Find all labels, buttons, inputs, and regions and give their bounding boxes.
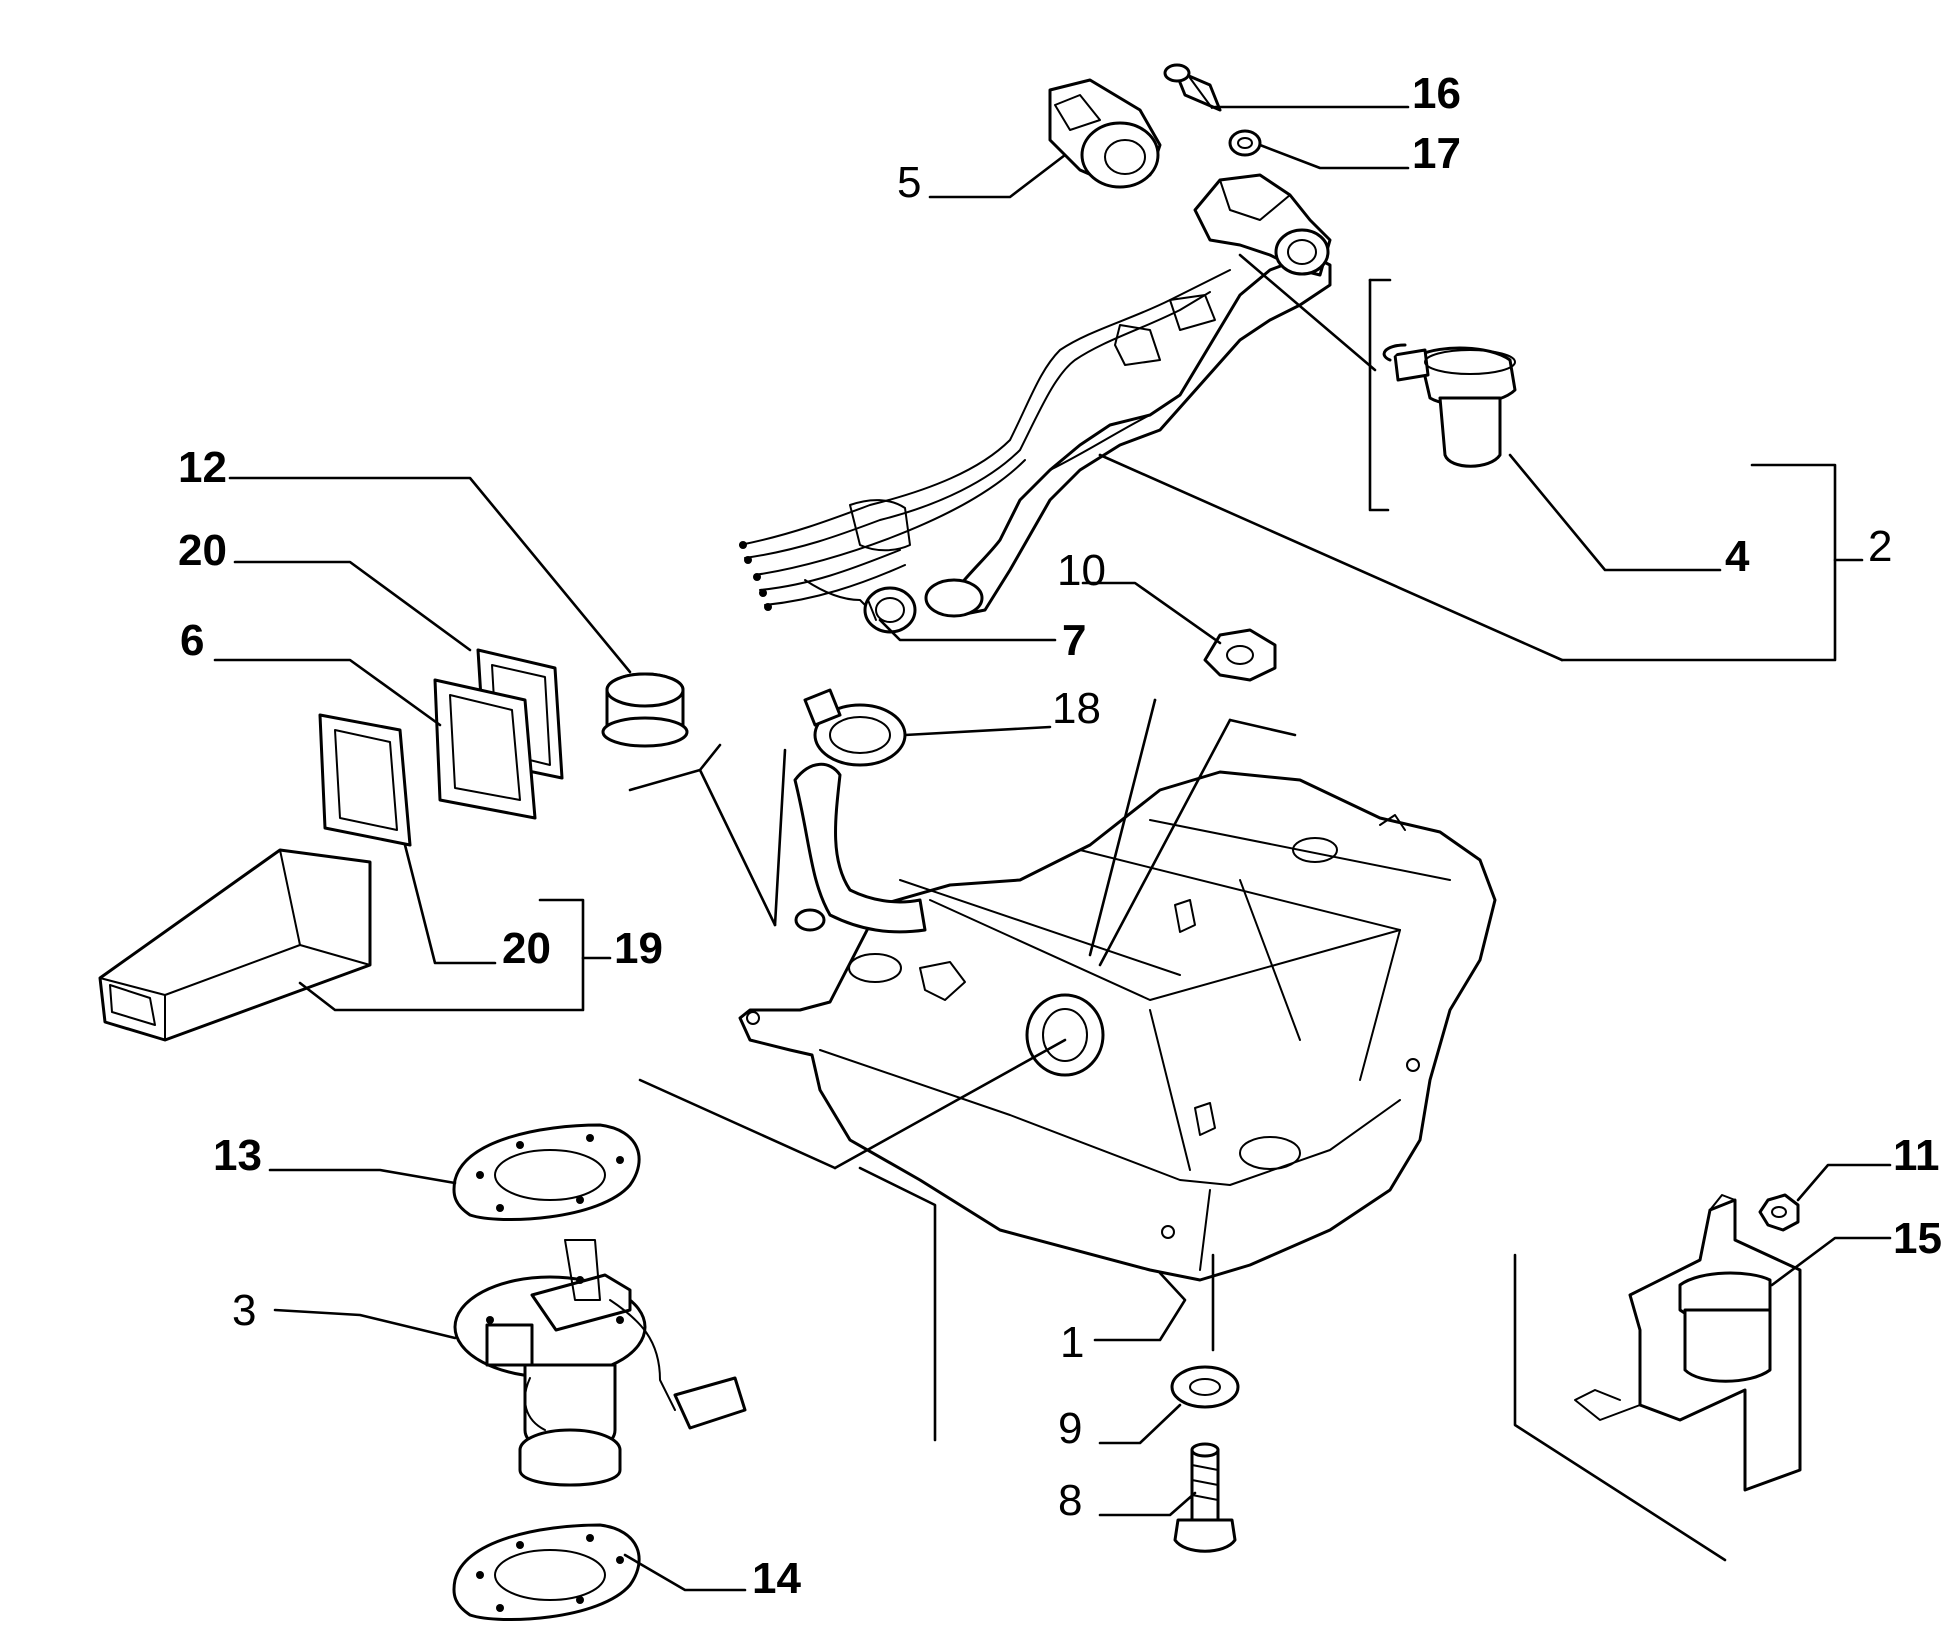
callout-13: 13 [213, 1131, 262, 1180]
callout-16: 16 [1412, 69, 1461, 118]
fuel-pump-icon [453, 1239, 747, 1487]
gasket-icon [318, 713, 412, 847]
nut-icon [1758, 1193, 1800, 1232]
gasket-plate-icon [452, 1123, 641, 1222]
shield-icon [98, 848, 372, 1042]
nut-icon [1203, 628, 1277, 682]
callout-14: 14 [752, 1554, 801, 1603]
grommet-icon [601, 672, 689, 748]
callout-1: 1 [1060, 1318, 1084, 1367]
hose-clamp-icon [863, 586, 917, 634]
gasket-plate-icon [452, 1523, 641, 1622]
pad-icon [433, 678, 537, 820]
callout-8: 8 [1058, 1476, 1082, 1525]
callout-12: 12 [178, 443, 227, 492]
callout-19: 19 [614, 924, 663, 973]
callout-labels: 1 2 3 4 5 6 7 8 9 10 11 12 13 14 15 16 1… [178, 69, 1942, 1603]
callout-17: 17 [1412, 129, 1461, 178]
callout-2: 2 [1868, 522, 1892, 571]
washer-icon [1228, 129, 1262, 157]
valve-icon [1382, 343, 1517, 468]
hose-clamp-large-icon [803, 688, 907, 767]
callout-20-upper: 20 [178, 526, 227, 575]
callout-3: 3 [232, 1286, 256, 1335]
callout-10: 10 [1057, 546, 1106, 595]
callout-7: 7 [1062, 616, 1086, 665]
callout-5: 5 [897, 158, 921, 207]
fuel-tank-icon [738, 770, 1497, 1282]
cap-icon [1048, 78, 1162, 189]
filler-neck-icon [739, 173, 1332, 618]
bracket-icon [1574, 1194, 1802, 1492]
screw-icon [1163, 63, 1222, 112]
callout-20-lower: 20 [502, 924, 551, 973]
callout-11: 11 [1893, 1131, 1940, 1180]
leader-lines [213, 105, 1892, 1592]
washer-icon [1170, 1365, 1240, 1409]
callout-18: 18 [1052, 684, 1101, 733]
callout-6: 6 [180, 616, 204, 665]
bolt-icon [1173, 1442, 1237, 1553]
callout-4: 4 [1725, 532, 1750, 581]
vent-hose-icon [793, 762, 927, 934]
callout-15: 15 [1893, 1214, 1942, 1263]
callout-9: 9 [1058, 1404, 1082, 1453]
